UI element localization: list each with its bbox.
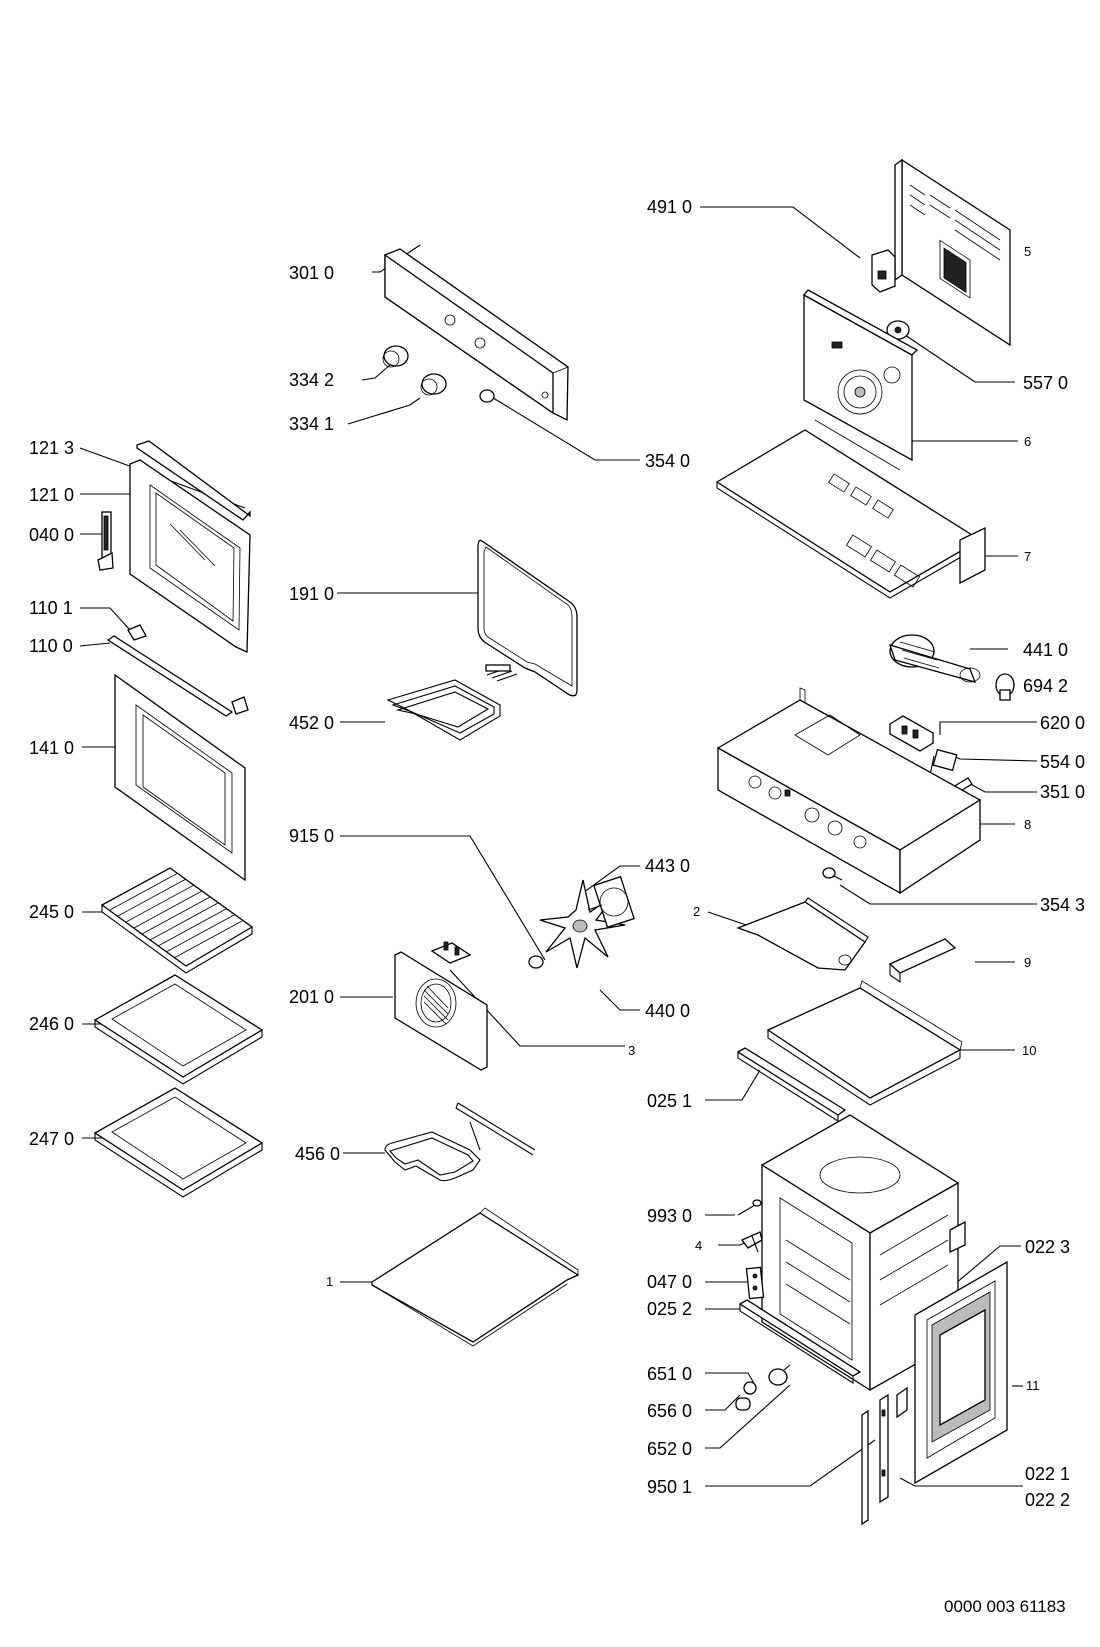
inner-door-frame-part	[914, 1260, 1008, 1485]
part-label: 022 2	[1025, 1490, 1070, 1510]
electronic-module-part	[871, 249, 896, 293]
side-strip-part	[861, 1386, 908, 1526]
part-label: 656 0	[647, 1401, 692, 1421]
bottom-heating-element-part	[384, 1102, 536, 1182]
part-label: 022 3	[1025, 1237, 1070, 1257]
small-bracket-part	[888, 938, 957, 984]
part-label: 110 1	[29, 598, 73, 618]
lamp-part	[995, 673, 1015, 701]
part-label: 121 0	[29, 485, 74, 505]
part-label: 491 0	[647, 197, 692, 217]
upper-plate-part	[715, 429, 986, 599]
part-label: 441 0	[1023, 640, 1068, 660]
part-label: 950 1	[647, 1477, 692, 1497]
door-handle-part	[106, 624, 249, 717]
part-label: 351 0	[1040, 782, 1085, 802]
tangential-fan-part	[888, 634, 981, 683]
bracket-part	[736, 897, 869, 971]
rear-fan-cover-part	[394, 951, 488, 1071]
top-heating-element-part	[386, 664, 518, 741]
part-label: 246 0	[29, 1014, 74, 1034]
side-rail-part	[736, 1047, 847, 1122]
part-label: 443 0	[645, 856, 690, 876]
knob-part	[420, 373, 447, 396]
part-label: 3	[628, 1043, 635, 1058]
screw-part	[737, 1199, 762, 1216]
part-label: 10	[1022, 1043, 1036, 1058]
part-label: 245 0	[29, 902, 74, 922]
part-label: 8	[1024, 817, 1031, 832]
part-labels: 491 0 301 0 334 2 334 1 5 557 0 6 354 0 …	[29, 197, 1085, 1616]
part-label: 040 0	[29, 525, 74, 545]
part-label: 110 0	[29, 636, 73, 656]
knob-part	[735, 1364, 791, 1411]
part-label: 354 3	[1040, 895, 1085, 915]
knob-part	[382, 345, 409, 368]
part-label: 022 1	[1025, 1464, 1070, 1484]
part-label: 334 1	[289, 414, 334, 434]
part-label: 025 2	[647, 1299, 692, 1319]
door-glass-part	[114, 673, 246, 882]
part-label: 2	[693, 904, 700, 919]
part-label: 121 3	[29, 438, 74, 458]
part-label: 334 2	[289, 370, 334, 390]
baking-tray-part	[93, 974, 264, 1085]
fan-panel-part	[803, 289, 919, 471]
document-number: 0000 003 61183	[944, 1597, 1066, 1616]
convection-fan-part	[528, 875, 635, 969]
part-label: 651 0	[647, 1364, 692, 1384]
door-latch-part	[745, 1266, 765, 1300]
rear-cover-part	[894, 158, 1011, 347]
wire-shelf-part	[100, 867, 254, 974]
oven-door-part	[129, 440, 251, 653]
part-label: 6	[1024, 434, 1031, 449]
part-label: 047 0	[647, 1272, 692, 1292]
part-label: 993 0	[647, 1206, 692, 1226]
part-label: 4	[695, 1238, 702, 1253]
part-label: 557 0	[1023, 373, 1068, 393]
part-label: 915 0	[289, 826, 334, 846]
hinge-part	[97, 511, 114, 571]
part-label: 456 0	[295, 1144, 340, 1164]
part-label: 9	[1024, 955, 1031, 970]
part-label: 7	[1024, 549, 1031, 564]
part-label: 11	[1026, 1378, 1040, 1393]
part-label: 620 0	[1040, 713, 1085, 733]
part-label: 141 0	[29, 738, 74, 758]
part-label: 652 0	[647, 1439, 692, 1459]
part-label: 191 0	[289, 584, 334, 604]
door-seal-part	[477, 539, 578, 697]
part-label: 5	[1024, 244, 1031, 259]
selector-switch-part	[889, 715, 934, 752]
part-label: 554 0	[1040, 752, 1085, 772]
part-label: 247 0	[29, 1129, 74, 1149]
clip-part	[740, 1231, 763, 1253]
bottom-plate-part	[766, 980, 963, 1106]
bottom-plate-part	[371, 1207, 580, 1347]
part-label: 354 0	[645, 451, 690, 471]
part-label: 301 0	[289, 263, 334, 283]
thermostat-part	[929, 748, 958, 776]
part-label: 440 0	[645, 1001, 690, 1021]
bracket-part	[430, 941, 472, 964]
control-panel-part	[384, 248, 569, 422]
side-rail-part	[738, 1299, 862, 1385]
lamp-lens-part	[479, 389, 495, 403]
baking-tray-part	[93, 1087, 264, 1198]
part-label: 1	[326, 1274, 333, 1289]
control-box-part	[716, 687, 982, 895]
part-label: 452 0	[289, 713, 334, 733]
part-label: 025 1	[647, 1091, 692, 1111]
screw-part	[822, 867, 843, 881]
part-label: 201 0	[289, 987, 334, 1007]
part-label: 694 2	[1023, 676, 1068, 696]
